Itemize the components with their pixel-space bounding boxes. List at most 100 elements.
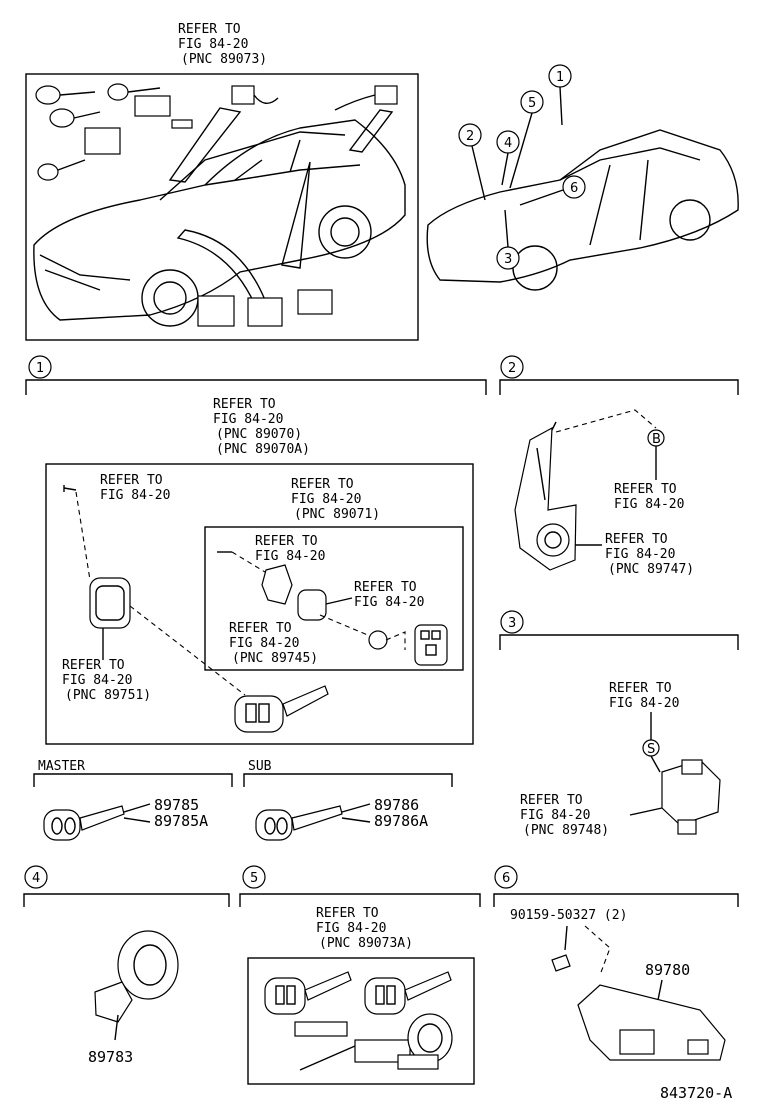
cylinder-body — [354, 1039, 411, 1063]
sub-key-blade — [291, 805, 343, 831]
svg-text:FIG 84-20: FIG 84-20 — [213, 412, 283, 427]
sub-key-group: SUB 89786 89786A — [243, 759, 453, 841]
spare-key-2 — [364, 977, 406, 1015]
svg-text:FIG 84-20: FIG 84-20 — [614, 497, 684, 512]
section-6-part: 89780 — [645, 961, 690, 979]
svg-text:S: S — [647, 742, 655, 757]
svg-text:REFER TO: REFER TO — [213, 397, 276, 412]
car-left-outline — [33, 119, 406, 321]
svg-text:REFER TO: REFER TO — [62, 658, 125, 673]
wheel-front — [141, 269, 199, 327]
svg-text:REFER TO: REFER TO — [291, 477, 354, 492]
key-parts-cluster — [35, 83, 398, 181]
svg-text:(PNC 89071): (PNC 89071) — [294, 507, 380, 522]
battery-cover — [261, 564, 293, 605]
master-label: MASTER — [38, 759, 85, 774]
svg-text:(PNC 89073A): (PNC 89073A) — [319, 936, 413, 951]
svg-text:4: 4 — [32, 871, 40, 886]
key-blade — [282, 685, 329, 717]
svg-text:FIG 84-20: FIG 84-20 — [520, 808, 590, 823]
svg-text:1: 1 — [556, 70, 564, 85]
svg-text:(PNC 89745): (PNC 89745) — [232, 651, 318, 666]
svg-text:REFER TO: REFER TO — [229, 621, 292, 636]
master-part-1: 89785 — [154, 796, 199, 814]
svg-text:FIG 84-20: FIG 84-20 — [229, 636, 299, 651]
section-6-number — [494, 865, 518, 889]
section-1-inner-frame — [204, 526, 464, 671]
svg-text:6: 6 — [502, 871, 510, 886]
top-ref-line2: FIG 84-20 — [178, 37, 248, 52]
svg-text:FIG 84-20: FIG 84-20 — [100, 488, 170, 503]
svg-text:FIG 84-20: FIG 84-20 — [605, 547, 675, 562]
svg-text:5: 5 — [528, 96, 536, 111]
section-4-part: 89783 — [88, 1048, 133, 1066]
section-4: 4 89783 — [23, 865, 230, 1066]
svg-text:REFER TO: REFER TO — [354, 580, 417, 595]
section-6: 6 90159-50327 (2) 89780 — [493, 865, 739, 1061]
callout-2 — [458, 123, 482, 147]
sub-part-2: 89786A — [374, 812, 428, 830]
svg-text:(PNC 89751): (PNC 89751) — [65, 688, 151, 703]
spare-key-1 — [264, 977, 306, 1015]
key-cover-plate — [89, 577, 131, 629]
svg-text:2: 2 — [466, 129, 474, 144]
svg-text:3: 3 — [504, 252, 512, 267]
section-1-frame — [45, 463, 474, 745]
svg-text:1: 1 — [36, 361, 44, 376]
section-6-screw-part: 90159-50327 (2) — [510, 908, 627, 923]
master-key-blade — [79, 805, 125, 831]
svg-text:6: 6 — [570, 181, 578, 196]
wheel-rear — [318, 205, 372, 259]
svg-text:REFER TO: REFER TO — [255, 534, 318, 549]
svg-text:FIG 84-20: FIG 84-20 — [255, 549, 325, 564]
svg-text:REFER TO: REFER TO — [316, 906, 379, 921]
screw-icon — [63, 485, 77, 492]
overview-right: 1 2 3 4 5 6 — [426, 64, 739, 291]
svg-text:(PNC 89748): (PNC 89748) — [523, 823, 609, 838]
svg-text:FIG 84-20: FIG 84-20 — [354, 595, 424, 610]
svg-text:REFER TO: REFER TO — [100, 473, 163, 488]
battery-icon — [368, 630, 388, 650]
case-gasket — [297, 589, 327, 621]
top-ref-line3: (PNC 89073) — [181, 52, 267, 67]
car-right-outline — [426, 129, 739, 283]
sub-part-1: 89786 — [374, 796, 419, 814]
svg-text:(PNC 89070): (PNC 89070) — [216, 427, 302, 442]
top-ref-line1: REFER TO — [178, 22, 241, 37]
svg-text:FIG 84-20: FIG 84-20 — [609, 696, 679, 711]
coil-connector — [94, 981, 133, 1023]
svg-text:REFER TO: REFER TO — [605, 532, 668, 547]
section-2-number — [500, 355, 524, 379]
connector-b — [247, 297, 283, 327]
section-3-number — [500, 610, 524, 634]
figure-id: 843720-A — [660, 1084, 732, 1102]
svg-text:FIG 84-20: FIG 84-20 — [291, 492, 361, 507]
svg-text:REFER TO: REFER TO — [520, 793, 583, 808]
section-5: 5 REFER TO FIG 84-20 (PNC 89073A) — [239, 865, 481, 1085]
svg-text:(PNC 89747): (PNC 89747) — [608, 562, 694, 577]
svg-text:REFER TO: REFER TO — [614, 482, 677, 497]
coil-assembly — [117, 930, 179, 1000]
overview-left: REFER TO FIG 84-20 (PNC 89073) — [25, 22, 419, 341]
connector-a — [197, 295, 235, 327]
svg-text:B: B — [652, 432, 661, 447]
svg-text:FIG 84-20: FIG 84-20 — [62, 673, 132, 688]
callout-6 — [562, 175, 586, 199]
overview-frame — [25, 73, 419, 341]
section-1-number — [28, 355, 52, 379]
section-4-number — [24, 865, 48, 889]
master-part-2: 89785A — [154, 812, 208, 830]
svg-text:(PNC 89070A): (PNC 89070A) — [216, 442, 310, 457]
svg-text:4: 4 — [504, 136, 512, 151]
section-2: 2 B REFER TO FIG 84-20 REFER TO FIG 84-2… — [499, 355, 739, 577]
screw-icon-6 — [551, 954, 571, 972]
sub-label: SUB — [248, 759, 272, 774]
connector-c — [297, 289, 333, 315]
section-3: 3 REFER TO FIG 84-20 S REFER TO FIG 84-2… — [499, 610, 739, 838]
ignition-switch — [536, 523, 570, 557]
key-plate — [294, 1021, 348, 1037]
section-1: 1 REFER TO FIG 84-20 (PNC 89070) (PNC 89… — [25, 355, 487, 745]
svg-text:REFER TO: REFER TO — [609, 681, 672, 696]
section-5-number — [242, 865, 266, 889]
